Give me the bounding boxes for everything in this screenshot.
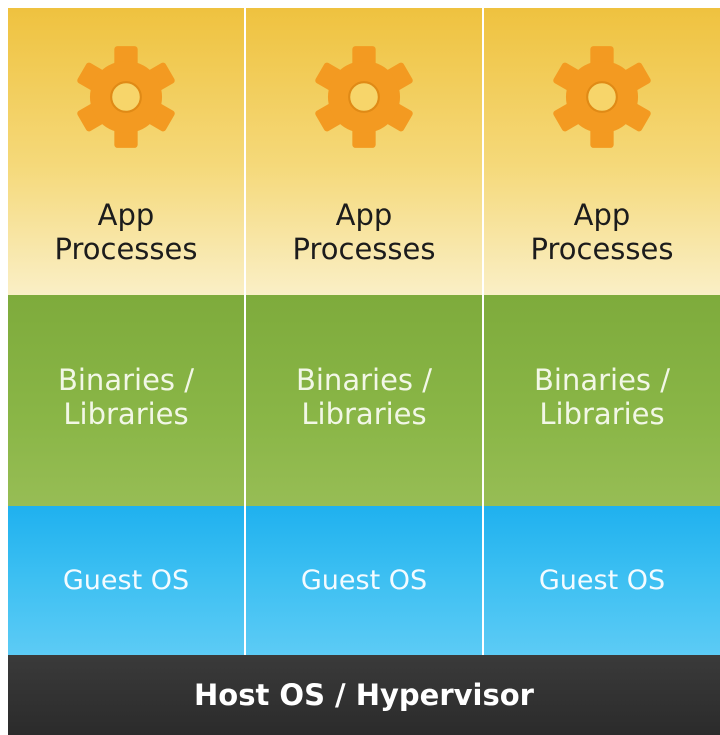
gear-icon (553, 46, 651, 148)
column-divider (244, 8, 246, 655)
app-processes-label: App Processes (54, 198, 198, 266)
vm-columns: App Processes Binaries / Libraries Guest… (8, 8, 720, 655)
column-divider (482, 8, 484, 655)
binaries-layer: Binaries / Libraries (484, 295, 720, 506)
guest-os-layer: Guest OS (246, 506, 482, 655)
app-processes-label: App Processes (530, 198, 674, 266)
gear-icon (315, 46, 413, 148)
gear-icon (77, 46, 175, 148)
app-layer: App Processes (246, 8, 482, 295)
guest-os-label: Guest OS (62, 564, 190, 596)
app-processes-label: App Processes (292, 198, 436, 266)
guest-os-label: Guest OS (300, 564, 428, 596)
vm-column-1: App Processes Binaries / Libraries Guest… (8, 8, 244, 655)
vm-column-2: App Processes Binaries / Libraries Guest… (246, 8, 482, 655)
binaries-libraries-label: Binaries / Libraries (57, 362, 195, 431)
binaries-layer: Binaries / Libraries (246, 295, 482, 506)
binaries-libraries-label: Binaries / Libraries (533, 362, 671, 431)
app-layer: App Processes (8, 8, 244, 295)
guest-os-layer: Guest OS (8, 506, 244, 655)
guest-os-label: Guest OS (538, 564, 666, 596)
host-os-layer: Host OS / Hypervisor (8, 655, 720, 735)
binaries-libraries-label: Binaries / Libraries (295, 362, 433, 431)
host-os-hypervisor-label: Host OS / Hypervisor (194, 678, 534, 712)
app-layer: App Processes (484, 8, 720, 295)
vm-column-3: App Processes Binaries / Libraries Guest… (484, 8, 720, 655)
binaries-layer: Binaries / Libraries (8, 295, 244, 506)
virtualization-stack-diagram: App Processes Binaries / Libraries Guest… (8, 8, 720, 735)
guest-os-layer: Guest OS (484, 506, 720, 655)
